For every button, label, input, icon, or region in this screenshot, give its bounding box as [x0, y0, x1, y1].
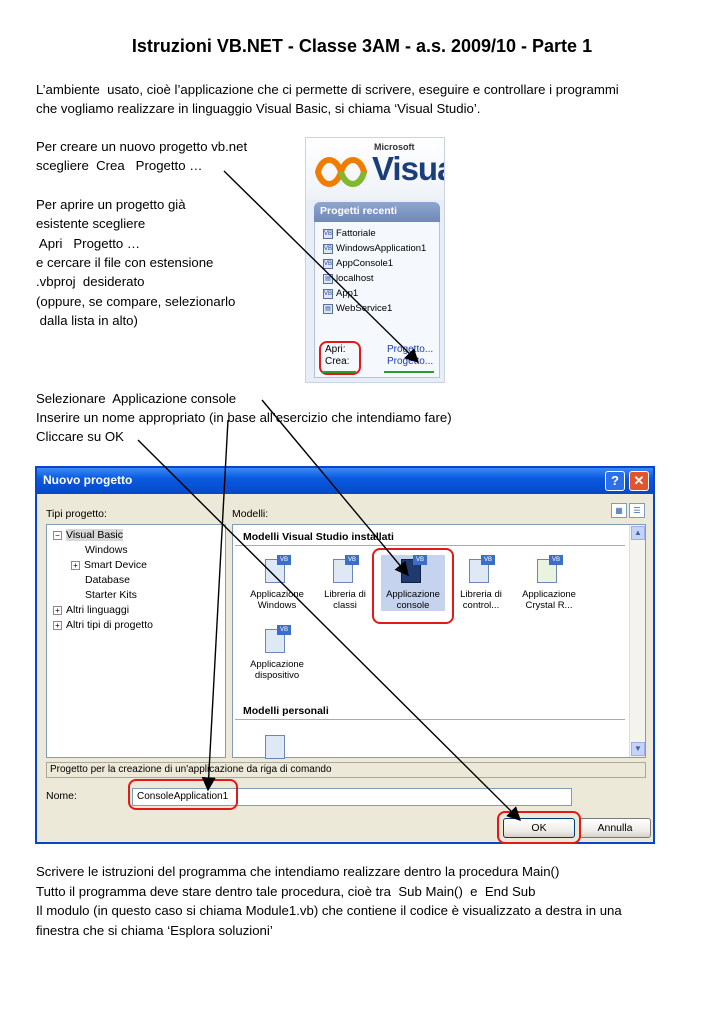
- recent-projects-header: Progetti recenti: [314, 202, 440, 222]
- arrow-to-crea: [223, 170, 419, 363]
- underline-crea: [322, 371, 356, 373]
- tree-node-windows[interactable]: Windows: [85, 544, 128, 556]
- tree-node-database[interactable]: Database: [85, 574, 130, 586]
- open-label: Apri:: [325, 344, 346, 355]
- vb-project-icon: VB: [323, 258, 333, 269]
- open-line-5: .vbproj desiderato: [36, 274, 145, 289]
- highlight-apri-crea: [319, 341, 361, 375]
- highlight-ok-button: [497, 811, 581, 844]
- vs-header: Microsoft Visua: [306, 138, 444, 200]
- project-types-tree: −Visual Basic Windows +Smart Device Data…: [46, 524, 226, 758]
- vs-start-page-screenshot: Microsoft Visua Progetti recenti VBFatto…: [305, 137, 445, 383]
- vb-project-icon: VB: [323, 243, 333, 254]
- vs-microsoft-label: Microsoft: [374, 142, 415, 152]
- device-app-icon: VB: [263, 625, 291, 655]
- new-project-dialog: Nuovo progetto ? ✕ Tipi progetto: Modell…: [35, 466, 655, 844]
- arrow-to-ok: [137, 439, 521, 821]
- tree-node-visual-basic[interactable]: −Visual Basic: [53, 529, 124, 541]
- intro-line-1: L’ambiente usato, cioè l’applicazione ch…: [36, 82, 619, 97]
- close-button[interactable]: ✕: [629, 471, 649, 491]
- tree-node-smart-device[interactable]: +Smart Device: [71, 559, 147, 571]
- collapse-icon[interactable]: −: [53, 531, 62, 540]
- expand-icon[interactable]: +: [53, 606, 62, 615]
- outro-line-3: Il modulo (in questo caso si chiama Modu…: [36, 903, 622, 918]
- open-line-1: Per aprire un progetto già: [36, 197, 186, 212]
- class-library-icon: VB: [331, 555, 359, 585]
- project-name-input[interactable]: ConsoleApplication1: [132, 788, 572, 806]
- installed-templates-header: Modelli Visual Studio installati: [243, 531, 394, 543]
- open-line-7: dalla lista in alto): [36, 313, 138, 328]
- outro-line-4: finestra che si chiama ‘Esplora soluzion…: [36, 923, 273, 938]
- ok-button[interactable]: OK: [503, 818, 575, 838]
- project-types-label: Tipi progetto:: [46, 508, 107, 520]
- highlight-console-app: [372, 548, 454, 624]
- outro-line-2: Tutto il programma deve stare dentro tal…: [36, 884, 536, 899]
- step-line-3: Cliccare su OK: [36, 429, 124, 444]
- create-line-1: Per creare un nuovo progetto vb.net: [36, 139, 248, 154]
- help-button[interactable]: ?: [605, 471, 625, 491]
- open-line-2: esistente scegliere: [36, 216, 146, 231]
- intro-line-2: che vogliamo realizzare in linguaggio Vi…: [36, 101, 481, 116]
- section-divider: [235, 545, 625, 546]
- step-line-2: Inserire un nome appropriato (in base al…: [36, 410, 452, 425]
- templates-scrollbar[interactable]: ▲ ▼: [629, 525, 645, 757]
- tree-node-altri-linguaggi[interactable]: +Altri linguaggi: [53, 604, 129, 616]
- tree-node-starter-kits[interactable]: Starter Kits: [85, 589, 137, 601]
- scroll-up-arrow-icon[interactable]: ▲: [631, 526, 645, 540]
- vs-infinity-logo-icon: [314, 157, 368, 187]
- open-line-3: Apri Progetto …: [36, 236, 141, 251]
- crystal-reports-icon: VB: [535, 555, 563, 585]
- expand-icon[interactable]: +: [53, 621, 62, 630]
- outro-line-1: Scrivere le istruzioni del programma che…: [36, 864, 560, 879]
- open-line-4: e cercare il file con estensione: [36, 255, 214, 270]
- expand-icon[interactable]: +: [71, 561, 80, 570]
- create-label: Crea:: [325, 356, 350, 367]
- scroll-down-arrow-icon[interactable]: ▼: [631, 742, 645, 756]
- templates-list: Modelli Visual Studio installati VB Appl…: [232, 524, 646, 759]
- create-line-2: scegliere Crea Progetto …: [36, 158, 203, 173]
- control-library-icon: VB: [467, 555, 495, 585]
- name-label: Nome:: [46, 790, 77, 802]
- windows-app-icon: VB: [263, 555, 291, 585]
- step-line-1: Selezionare Applicazione console: [36, 391, 237, 406]
- templates-label: Modelli:: [232, 508, 269, 520]
- cancel-button[interactable]: Annulla: [579, 818, 651, 838]
- large-icons-view-button[interactable]: ▦: [611, 503, 627, 518]
- vs-visual-logo-text: Visua: [372, 150, 444, 187]
- dialog-title: Nuovo progetto: [43, 473, 133, 487]
- page-title: Istruzioni VB.NET - Classe 3AM - a.s. 20…: [131, 36, 593, 56]
- dialog-titlebar: Nuovo progetto ? ✕: [37, 468, 653, 494]
- personal-templates-header: Modelli personali: [243, 705, 329, 717]
- web-service-icon: ▤: [323, 303, 333, 314]
- tree-node-altri-tipi[interactable]: +Altri tipi di progetto: [53, 619, 153, 631]
- highlight-project-name: [128, 779, 238, 810]
- arrow-to-console-app: [261, 399, 409, 577]
- underline-progetto: [384, 371, 434, 373]
- vb-project-icon: VB: [323, 288, 333, 299]
- arrow-to-name-field: [201, 419, 229, 792]
- vb-project-icon: VB: [323, 228, 333, 239]
- section-divider: [235, 719, 625, 720]
- template-description: Progetto per la creazione di un'applicaz…: [46, 762, 646, 778]
- open-line-6: (oppure, se compare, selezionarlo: [36, 294, 236, 309]
- small-icons-view-button[interactable]: ☰: [629, 503, 645, 518]
